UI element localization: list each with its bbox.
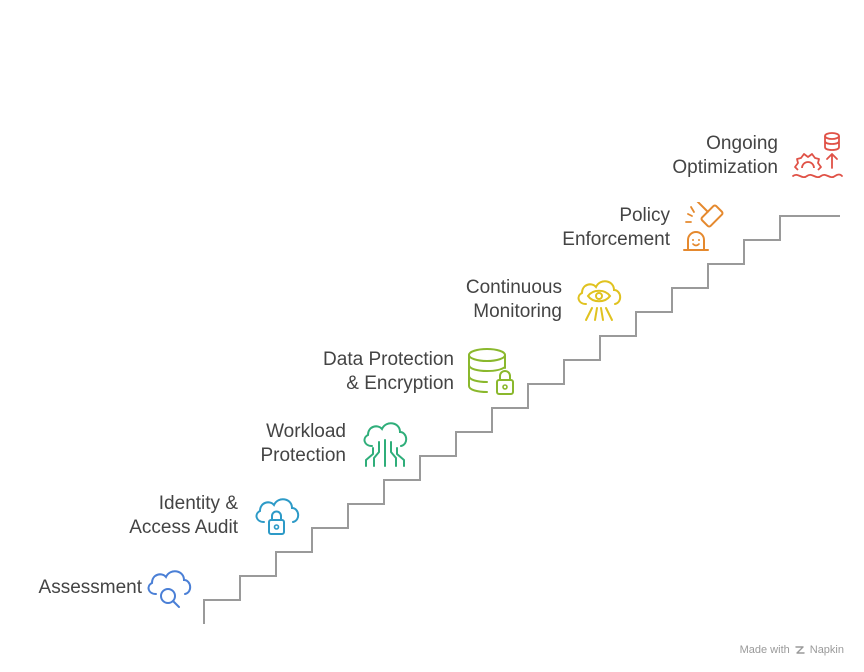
step-label-line-2: Monitoring xyxy=(473,301,562,322)
cloud-search-icon xyxy=(147,570,192,608)
step-label-identity-access-audit: Identity & Access Audit xyxy=(129,492,238,540)
step-label-workload-protection: Workload Protection xyxy=(260,420,346,468)
staircase-line xyxy=(203,215,840,624)
cloud-lock-icon xyxy=(255,498,300,535)
step-label-line-2: Enforcement xyxy=(562,229,670,250)
step-label-continuous-monitoring: Continuous Monitoring xyxy=(466,276,562,324)
step-label-line-2: Assessment xyxy=(38,577,142,598)
step-label-line-1: Workload xyxy=(266,421,346,442)
cloud-circuit-icon xyxy=(363,422,408,467)
database-lock-icon xyxy=(468,348,514,395)
step-label-line-1: Policy xyxy=(619,205,670,226)
step-label-line-2: & Encryption xyxy=(346,373,454,394)
step-label-ongoing-optimization: Ongoing Optimization xyxy=(672,132,778,180)
step-label-line-2: Optimization xyxy=(672,157,778,178)
step-label-line-1: Continuous xyxy=(465,277,562,298)
watermark-brand: Napkin xyxy=(809,644,844,656)
step-label-line-2: Protection xyxy=(260,445,346,466)
gavel-person-icon xyxy=(683,202,724,251)
napkin-watermark: Made with Napkin xyxy=(740,644,844,656)
watermark-prefix: Made with xyxy=(739,644,790,656)
step-label-data-protection-encryption: Data Protection & Encryption xyxy=(323,348,454,396)
step-label-line-1: Ongoing xyxy=(706,133,778,154)
step-label-assessment: Assessment xyxy=(39,576,142,600)
cloud-eye-icon xyxy=(577,280,622,321)
step-label-line-2: Access Audit xyxy=(129,517,238,538)
database-gear-arrow-icon xyxy=(792,132,843,179)
step-label-line-1: Data Protection xyxy=(323,349,454,370)
step-label-line-1: Identity & xyxy=(158,493,238,514)
step-label-policy-enforcement: Policy Enforcement xyxy=(562,204,670,252)
napkin-logo-icon xyxy=(795,646,805,654)
